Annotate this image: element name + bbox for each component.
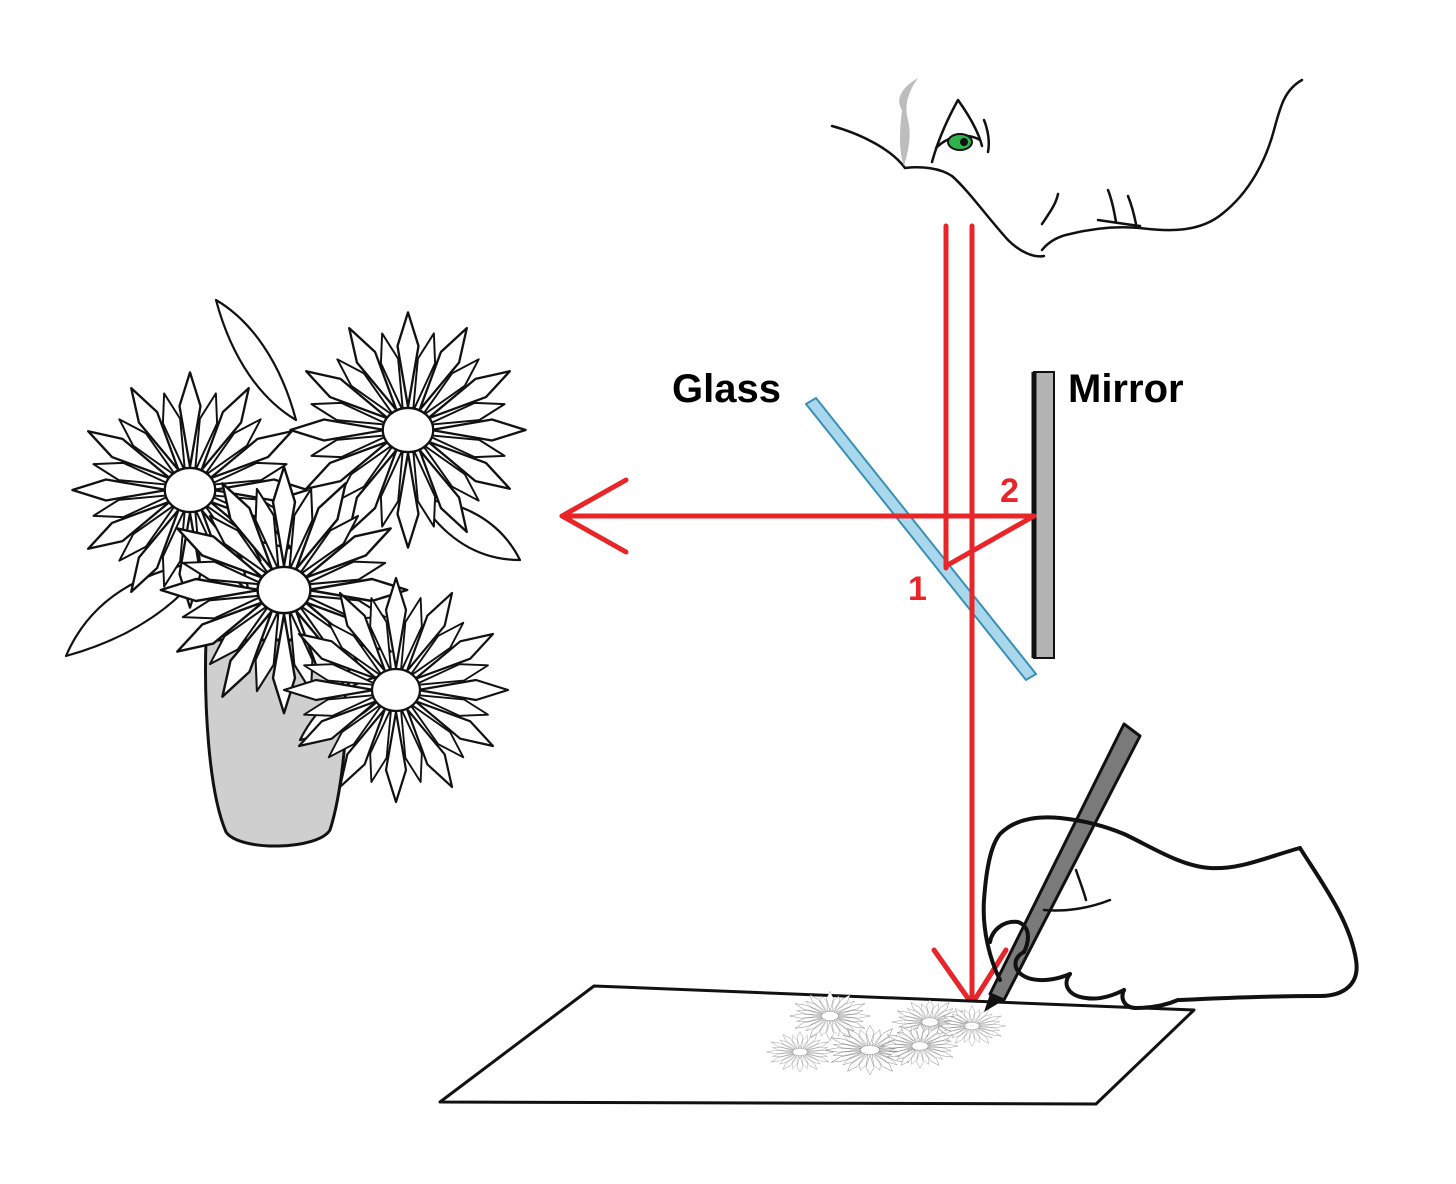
point-1-label: 1: [908, 570, 927, 608]
mirror-label: Mirror: [1068, 367, 1184, 411]
glass-plate: [804, 396, 1038, 682]
eye-icon: [930, 98, 991, 164]
ray-arrowhead-left: [559, 477, 629, 555]
paper-sheet-icon: [438, 984, 1196, 1106]
face-profile-icon: [830, 78, 1304, 258]
mirror: [1031, 371, 1055, 659]
drawing-hand-icon: [981, 722, 1359, 1012]
glass-label: Glass: [672, 367, 781, 411]
flower-vase-icon: [64, 298, 530, 848]
light-rays: [559, 223, 1037, 1007]
pencil-icon: [984, 722, 1142, 1012]
point-2-label: 2: [1000, 472, 1019, 510]
